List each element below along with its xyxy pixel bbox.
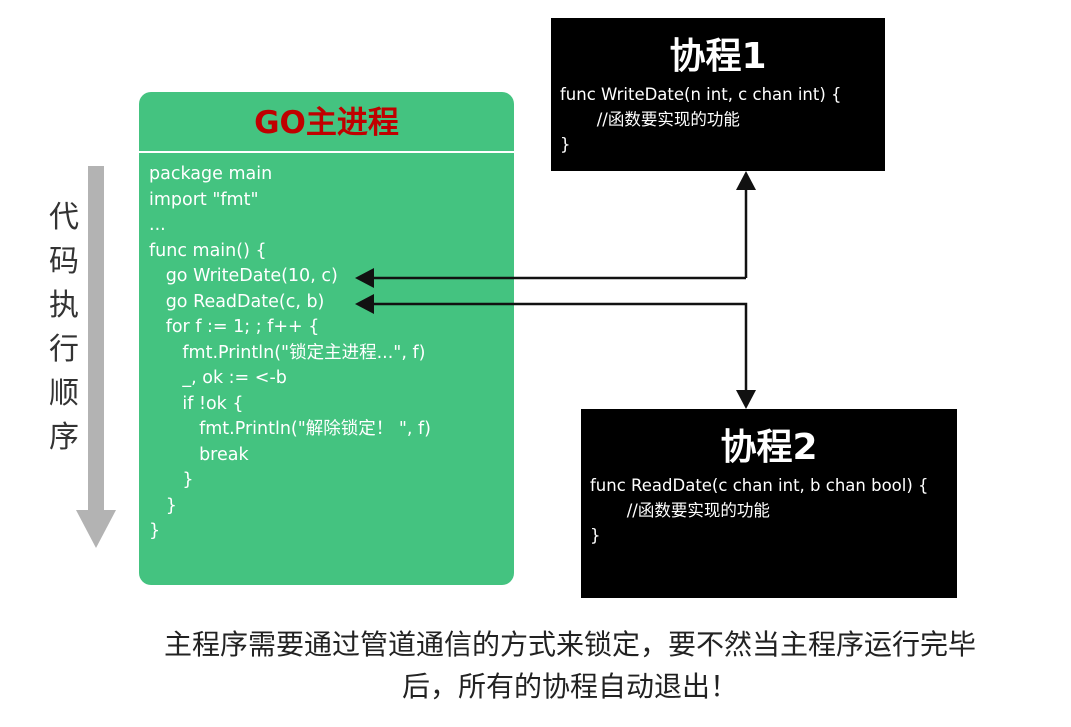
goroutine2-box: 协程2 func ReadDate(c chan int, b chan boo…: [581, 409, 957, 598]
code-line: for f := 1; ; f++ {: [149, 317, 320, 337]
goroutine1-code: func WriteDate(n int, c chan int) { //函数…: [551, 82, 885, 157]
execution-order-label: 代码执行顺序: [49, 200, 79, 455]
main-process-title: GO主进程: [254, 105, 399, 141]
goroutine2-title: 协程2: [720, 427, 818, 468]
code-line: }: [149, 470, 194, 490]
goroutine1-title: 协程1: [669, 36, 767, 77]
goroutine1-box: 协程1 func WriteDate(n int, c chan int) { …: [551, 18, 885, 171]
caption-line2: 后，所有的协程自动退出！: [401, 670, 738, 703]
caption: 主程序需要通过管道通信的方式来锁定，要不然当主程序运行完毕 后，所有的协程自动退…: [90, 624, 1050, 708]
execution-order-arrow: [76, 166, 116, 548]
caption-line1: 主程序需要通过管道通信的方式来锁定，要不然当主程序运行完毕: [163, 628, 976, 661]
code-line: if !ok {: [149, 393, 244, 414]
code-line: func main() {: [149, 240, 267, 261]
main-process-panel: GO主进程 package main import "fmt" ... func…: [139, 92, 514, 585]
main-process-divider: [139, 151, 514, 153]
code-line: fmt.Println("解除锁定！ ", f): [149, 419, 432, 439]
code-line: }: [149, 521, 161, 541]
code-line: package main: [149, 164, 273, 184]
code-line: //函数要实现的功能: [560, 110, 740, 129]
code-line: _, ok := <-b: [149, 368, 287, 388]
code-line-write-call: go WriteDate(10, c): [149, 266, 338, 286]
code-line: fmt.Println("锁定主进程...", f): [149, 342, 426, 363]
code-line: }: [560, 135, 571, 154]
code-line: import "fmt": [149, 189, 259, 210]
code-line: //函数要实现的功能: [590, 501, 770, 520]
code-line: func WriteDate(n int, c chan int) {: [560, 85, 842, 104]
code-line: func ReadDate(c chan int, b chan bool) {: [590, 476, 929, 495]
code-line: break: [149, 444, 249, 465]
code-line: }: [149, 495, 177, 516]
code-line: ...: [149, 215, 166, 235]
goroutine2-code: func ReadDate(c chan int, b chan bool) {…: [581, 473, 957, 548]
code-line: }: [590, 526, 601, 545]
main-process-code: package main import "fmt" ... func main(…: [149, 162, 509, 545]
code-line-read-call: go ReadDate(c, b): [149, 291, 325, 312]
